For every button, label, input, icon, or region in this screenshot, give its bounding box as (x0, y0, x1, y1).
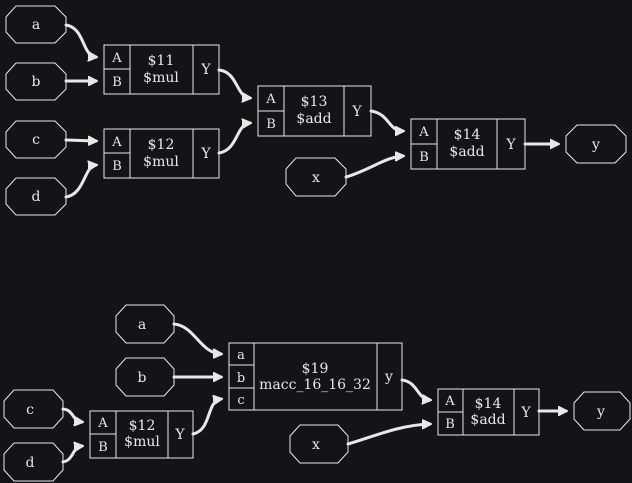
top-input-c: c (5, 120, 67, 159)
wire-11Y-to-13A (217, 68, 250, 98)
wire-13Y-to-14A (369, 109, 403, 131)
svg-text:b: b (237, 371, 245, 386)
svg-text:d: d (26, 455, 35, 471)
wire-12Y-to-19c (191, 399, 221, 436)
bottom-cell-19-macc: a b c $19 macc_16_16_32 y (228, 342, 403, 411)
svg-text:$11: $11 (148, 53, 175, 69)
svg-text:c: c (32, 132, 40, 148)
top-cell-14: A B $14 $add Y (410, 118, 526, 170)
wire-a-to-19a (172, 322, 221, 354)
svg-text:$12: $12 (129, 418, 156, 434)
svg-text:B: B (112, 159, 122, 174)
bottom-input-x: x (289, 424, 349, 464)
svg-text:$14: $14 (475, 396, 502, 412)
bottom-diagram: a b c d x y a b (3, 304, 631, 482)
svg-text:A: A (111, 51, 122, 66)
svg-text:macc_16_16_32: macc_16_16_32 (259, 377, 371, 393)
bottom-input-d: d (3, 442, 64, 482)
svg-text:Y: Y (351, 104, 362, 120)
svg-text:y: y (591, 137, 600, 153)
wire-x-to-14B (344, 156, 403, 179)
svg-text:A: A (97, 416, 108, 431)
svg-text:$add: $add (470, 412, 505, 428)
svg-text:B: B (445, 417, 455, 432)
wire-d-to-12B (64, 165, 96, 199)
svg-text:$12: $12 (148, 137, 175, 153)
wire-c-to-12A (61, 407, 82, 422)
svg-text:c: c (237, 393, 244, 408)
svg-text:a: a (32, 17, 40, 33)
svg-text:$19: $19 (302, 361, 329, 377)
svg-text:c: c (26, 402, 34, 418)
svg-text:Y: Y (200, 62, 211, 78)
svg-text:$14: $14 (454, 127, 481, 143)
svg-text:x: x (312, 437, 320, 453)
svg-text:y: y (596, 404, 605, 420)
svg-text:Y: Y (200, 146, 211, 162)
svg-text:$13: $13 (301, 94, 328, 110)
svg-text:A: A (418, 125, 429, 140)
wire-a-to-11A (64, 23, 96, 57)
top-diagram: a b c d x y A B $11 (5, 5, 627, 216)
wire-d-to-12B (61, 446, 82, 464)
svg-text:B: B (419, 150, 429, 165)
svg-text:A: A (111, 135, 122, 150)
svg-text:B: B (112, 75, 122, 90)
bottom-output-y: y (573, 391, 631, 431)
bottom-input-c: c (3, 389, 64, 429)
top-input-a: a (5, 5, 67, 44)
svg-text:B: B (98, 440, 108, 455)
svg-text:$add: $add (296, 111, 331, 127)
bottom-input-a: a (115, 304, 175, 344)
svg-text:$add: $add (449, 144, 484, 160)
svg-text:x: x (312, 170, 320, 186)
top-cell-12: A B $12 $mul Y (103, 128, 220, 179)
svg-text:a: a (237, 348, 245, 363)
svg-text:Y: Y (520, 405, 531, 421)
svg-text:b: b (138, 370, 147, 386)
svg-text:$mul: $mul (124, 434, 160, 450)
bottom-input-b: b (115, 357, 175, 397)
svg-text:A: A (265, 92, 276, 107)
top-input-x: x (285, 157, 347, 197)
wire-x-to-14B (346, 424, 430, 446)
top-output-y: y (565, 124, 627, 164)
wire-12Y-to-13B (217, 123, 250, 155)
svg-text:$mul: $mul (143, 70, 179, 86)
top-input-b: b (5, 62, 67, 101)
svg-text:a: a (138, 317, 146, 333)
wire-c-to-12A (64, 140, 96, 141)
svg-text:B: B (266, 117, 276, 132)
top-cell-13: A B $13 $add Y (257, 85, 372, 137)
top-input-d: d (5, 177, 67, 216)
bottom-cell-14: A B $14 $add Y (437, 388, 540, 436)
wire-19y-to-14A (400, 378, 430, 400)
svg-text:Y: Y (505, 137, 516, 153)
svg-text:b: b (32, 74, 41, 90)
svg-text:y: y (384, 369, 393, 385)
svg-text:d: d (32, 189, 41, 205)
top-cell-11: A B $11 $mul Y (103, 44, 220, 95)
svg-text:A: A (444, 394, 455, 409)
bottom-cell-12: A B $12 $mul Y (89, 410, 194, 459)
svg-text:Y: Y (174, 427, 185, 443)
svg-text:$mul: $mul (143, 154, 179, 170)
